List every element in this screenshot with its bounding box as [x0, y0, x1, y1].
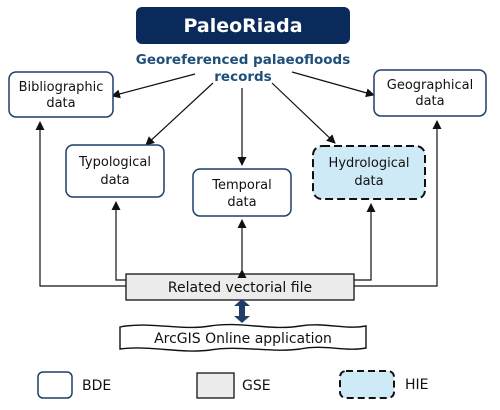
arrow-to-typological: [145, 82, 214, 146]
bibliographic-data-label-line2: data: [46, 96, 75, 111]
legend-gse-swatch: [196, 372, 235, 399]
hydrological-data-box: [312, 145, 426, 200]
arcgis-box: [119, 323, 367, 352]
temporal-data-box: [192, 168, 292, 217]
title-text: PaleoRiada: [183, 15, 302, 37]
hydrological-data-label-line2: data: [354, 174, 383, 189]
arrow-to-bibliographic: [111, 73, 196, 99]
typological-data-box: [65, 144, 165, 198]
arcgis-label: ArcGIS Online application: [154, 331, 332, 347]
connector-vectorial-to-hydrological: [354, 203, 376, 281]
arrow-to-hydrological: [271, 82, 336, 144]
temporal-data-label-line2: data: [227, 195, 256, 210]
legend-bde-swatch: [37, 371, 73, 399]
temporal-data-label: Temporal: [211, 178, 272, 193]
subtitle-line1: Georeferenced palaeofloods: [136, 52, 351, 68]
typological-data-label-line2: data: [100, 173, 129, 188]
bibliographic-data-box: [8, 71, 114, 118]
legend-hie-label: HIE: [405, 377, 429, 393]
bibliographic-data-label: Bibliographic: [19, 80, 104, 95]
double-arrow-vectorial-arcgis: [234, 299, 250, 323]
geographical-data-label-line2: data: [415, 94, 444, 109]
hydrological-data-label: Hydrological: [329, 156, 410, 171]
title-box: [136, 7, 350, 44]
connector-vectorial-to-typological: [111, 201, 126, 281]
connector-vectorial-to-geographical: [354, 120, 442, 287]
arrow-to-geographical: [291, 71, 375, 98]
geographical-data-label: Geographical: [387, 78, 473, 93]
subtitle-line2: records: [214, 69, 271, 85]
typological-data-label: Typological: [78, 155, 151, 170]
legend-gse-label: GSE: [242, 378, 271, 394]
geographical-data-box: [373, 69, 487, 117]
vectorial-file-label: Related vectorial file: [168, 280, 312, 296]
connector-vectorial-to-bibliographic: [35, 121, 126, 287]
legend-bde-label: BDE: [82, 378, 111, 394]
legend-hie-swatch: [339, 370, 395, 399]
